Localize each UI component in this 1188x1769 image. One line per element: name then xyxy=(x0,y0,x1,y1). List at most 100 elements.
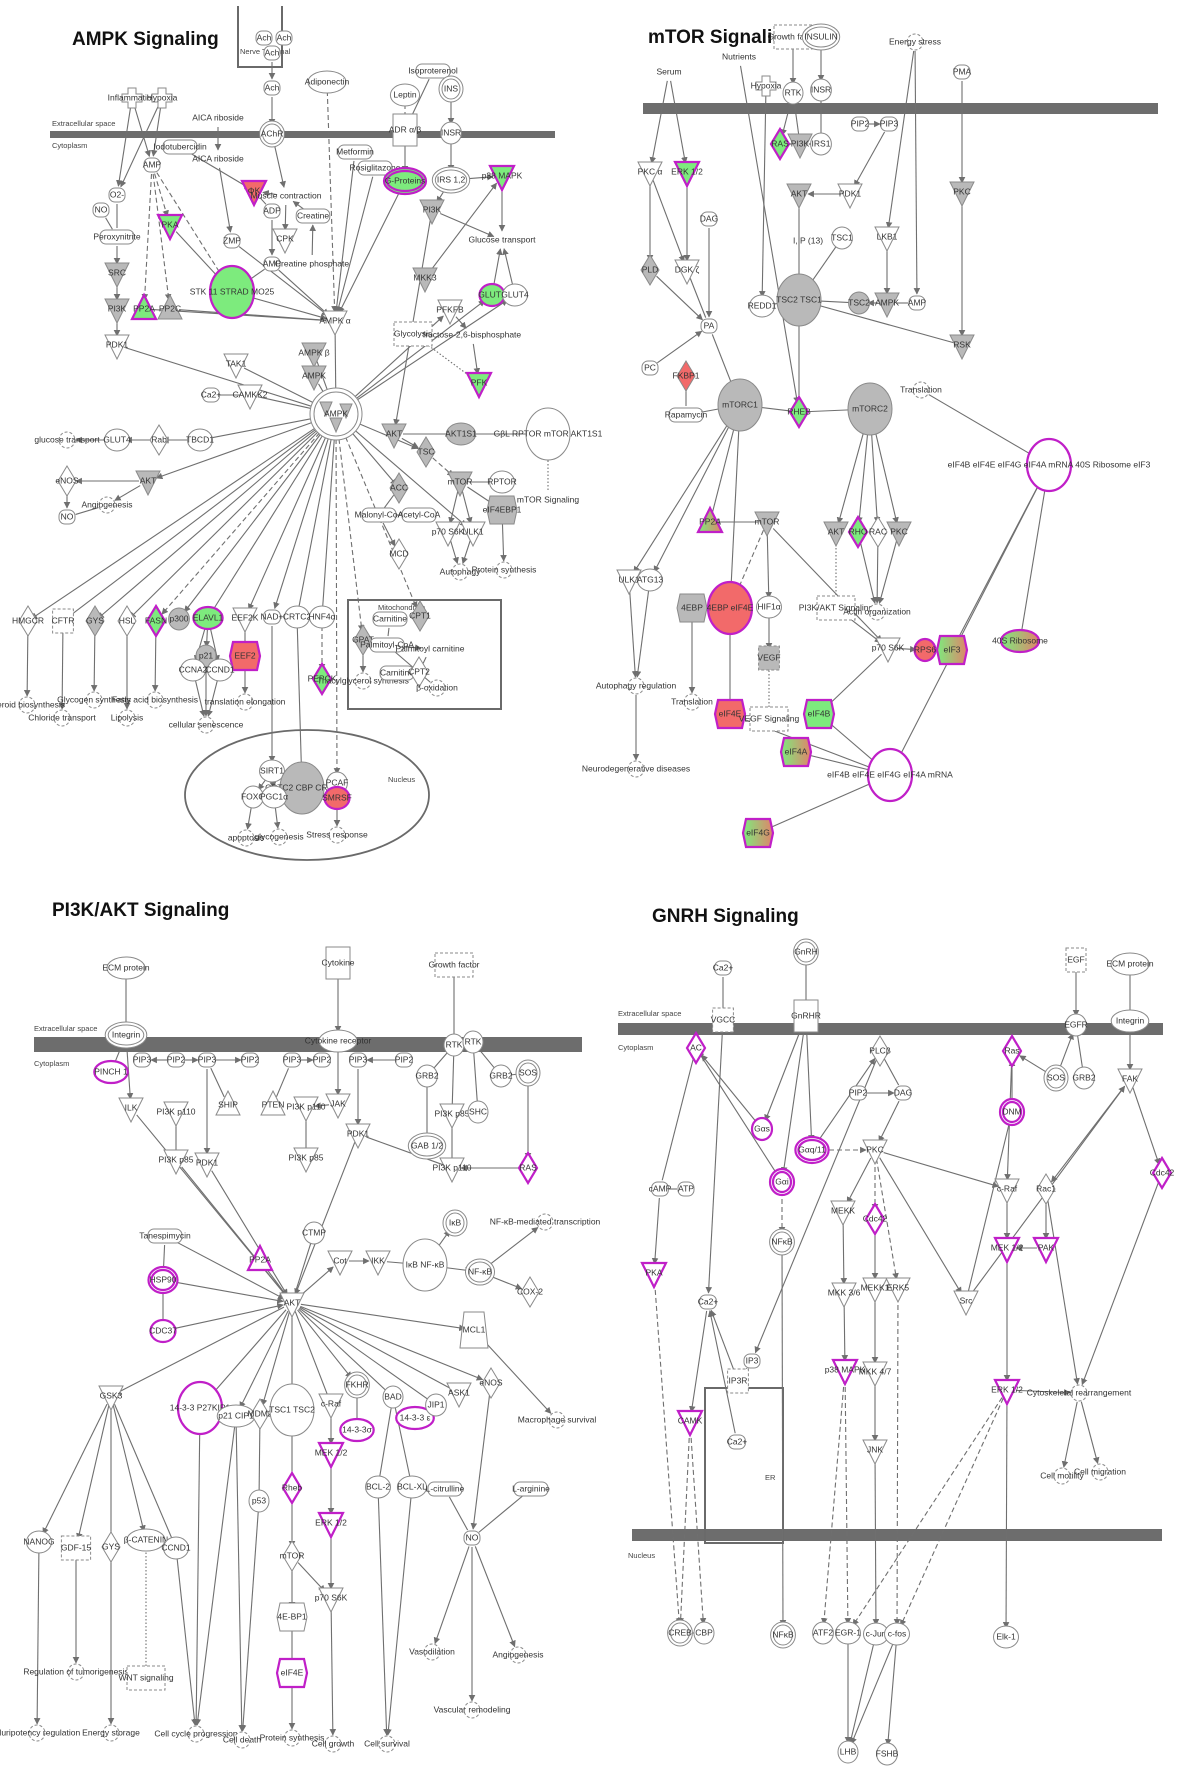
ampk-node-sirt1[interactable]: SIRT1 xyxy=(259,759,285,783)
pi3k-node-1433e[interactable]: 14-3-3 ε xyxy=(395,1405,435,1431)
ampk-node-f26bp[interactable]: fructose-2,6-bisphosphate xyxy=(423,329,522,339)
pi3k-node-cellgrowth[interactable]: Cell growth xyxy=(312,1735,355,1753)
gnrh-node-cfos[interactable]: c-fos xyxy=(884,1622,910,1646)
ampk-node-glycogenesis[interactable]: glycogenesis xyxy=(254,828,304,846)
pi3k-node-bcl2[interactable]: BCL-2 xyxy=(365,1475,391,1499)
mtor-node-lkb1[interactable]: LKB1 xyxy=(874,226,900,253)
mtor-node-rheb[interactable]: RHEB xyxy=(787,394,811,430)
mtor-node-rapamycin[interactable]: Rapamycin xyxy=(665,407,708,423)
mtor-node-dgk[interactable]: DGK ζ xyxy=(674,259,700,286)
pi3k-node-pluri[interactable]: Pluripotency regulation xyxy=(0,1724,80,1742)
pi3k-node-p27[interactable]: 14-3-3 P27KIP1 xyxy=(170,1380,231,1436)
gnrh-node-integrin[interactable]: Integrin xyxy=(1110,1009,1150,1033)
mtor-node-dag[interactable]: DAG xyxy=(700,211,718,227)
ampk-node-palmcoa[interactable]: Palmitoyl-CoA xyxy=(360,637,414,653)
mtor-node-rtk[interactable]: RTK xyxy=(782,81,804,105)
ampk-node-insr[interactable]: INSR xyxy=(440,121,462,145)
ampk-node-adiponectin[interactable]: Adiponectin xyxy=(305,70,350,94)
pi3k-node-pi3kp110c[interactable]: PI3K p110 xyxy=(432,1157,472,1184)
mtor-node-ras[interactable]: RAS xyxy=(769,126,791,162)
pi3k-node-pdk1b[interactable]: PDK1 xyxy=(345,1123,371,1150)
pi3k-node-pip2d[interactable]: PIP2 xyxy=(395,1052,414,1068)
gnrh-node-erk12[interactable]: ERK 1/2 xyxy=(991,1378,1023,1407)
ampk-node-isoproterenol[interactable]: Isoproterenol xyxy=(408,63,458,79)
ampk-node-ach1[interactable]: Ach xyxy=(255,30,273,46)
pi3k-node-hsp90[interactable]: HSP90 xyxy=(147,1265,179,1295)
ampk-node-glucose1[interactable]: Glucose transport xyxy=(468,234,536,244)
pi3k-node-pip3b[interactable]: PIP3 xyxy=(198,1052,217,1068)
mtor-node-eif3[interactable]: eIF3 xyxy=(935,634,969,666)
gnrh-node-pka[interactable]: PKA xyxy=(640,1261,668,1290)
pi3k-node-cdc37[interactable]: CDC37 xyxy=(149,1318,177,1344)
gnrh-node-ip3r[interactable]: IP3R xyxy=(727,1368,749,1394)
pi3k-node-mdm2[interactable]: MDM2 xyxy=(247,1398,273,1430)
pi3k-node-gdf15[interactable]: GDF-15 xyxy=(61,1535,92,1561)
gnrh-node-cdc42a[interactable]: Cdc42 xyxy=(1150,1155,1175,1191)
ampk-node-chloride[interactable]: Chloride transport xyxy=(28,709,96,727)
ampk-node-ccnd1a[interactable]: CCND1 xyxy=(205,658,235,682)
pi3k-node-erk[interactable]: ERK 1/2 xyxy=(315,1511,347,1540)
gnrh-node-gaq[interactable]: Gαq/11 xyxy=(794,1135,830,1165)
ampk-node-ampk[interactable]: AMPK xyxy=(309,387,363,441)
gnrh-node-lhb[interactable]: LHB xyxy=(837,1740,859,1764)
mtor-node-amp[interactable]: AMP xyxy=(908,295,927,311)
ampk-node-angio[interactable]: Angiogenesis xyxy=(81,496,133,514)
ampk-node-pp2a[interactable]: PP2A xyxy=(130,292,158,321)
gnrh-node-gas[interactable]: Gαs xyxy=(750,1116,774,1142)
pi3k-node-pi3kp110a[interactable]: PI3K p110 xyxy=(156,1101,196,1128)
ampk-node-ccna2[interactable]: CCNA2 xyxy=(179,658,208,682)
pi3k-node-lcit[interactable]: L-citrulline xyxy=(426,1481,465,1497)
mtor-node-pkc[interactable]: PKC xyxy=(949,181,975,208)
ampk-node-p38[interactable]: p38 MAPK xyxy=(482,164,523,193)
gnrh-node-migration[interactable]: Cell migration xyxy=(1074,1463,1126,1481)
mtor-node-rsk[interactable]: RSK xyxy=(949,334,975,361)
gnrh-node-cytoskel[interactable]: Cytoskeletal rearrangement xyxy=(1027,1384,1132,1402)
pi3k-node-pip3c[interactable]: PIP3 xyxy=(283,1052,302,1068)
pi3k-node-eif4e[interactable]: eIF4E xyxy=(275,1657,309,1689)
gnrh-node-nfkb2[interactable]: NFκB xyxy=(770,1621,796,1649)
gnrh-node-craf[interactable]: c-Raf xyxy=(994,1178,1020,1205)
pi3k-node-vasod[interactable]: Vasodilation xyxy=(409,1643,455,1661)
mtor-node-rho[interactable]: RHO xyxy=(847,514,869,550)
ampk-node-peroxynitrite[interactable]: Peroxynitrite xyxy=(93,229,141,245)
pi3k-node-pip3d[interactable]: PIP3 xyxy=(349,1052,368,1068)
mtor-node-pi3k[interactable]: PI3K xyxy=(787,133,813,160)
mtor-node-eif4e[interactable]: eIF4E xyxy=(713,698,747,730)
gnrh-node-fak[interactable]: FAK xyxy=(1117,1068,1143,1095)
mtor-node-vegf[interactable]: VEGF xyxy=(757,645,781,671)
mtor-node-pc[interactable]: PC xyxy=(641,360,659,376)
mtor-node-redd1[interactable]: REDD1 xyxy=(748,294,777,318)
mtor-node-fkbp1[interactable]: FKBP1 xyxy=(673,360,700,392)
ampk-node-acetyl[interactable]: Acetyl-CoA xyxy=(398,507,441,523)
ampk-node-muscle[interactable]: Muscle contraction xyxy=(251,190,322,200)
pi3k-node-cytrec[interactable]: Cytokine receptor xyxy=(305,1029,372,1053)
mtor-node-autophagyreg[interactable]: Autophagy regulation xyxy=(596,677,677,695)
gnrh-node-motility[interactable]: Cell motility xyxy=(1040,1467,1084,1485)
ampk-node-senescence[interactable]: cellular senescence xyxy=(169,716,244,734)
ampk-node-ampkb[interactable]: AMPK β xyxy=(298,342,330,369)
gnrh-node-atp[interactable]: ATP xyxy=(677,1181,695,1197)
ampk-node-stk11[interactable]: STK 11 STRAD MO25 xyxy=(190,264,275,320)
mtor-node-hypoxia[interactable]: Hypoxia xyxy=(751,75,782,97)
pi3k-node-pten[interactable]: PTEN xyxy=(260,1089,286,1116)
pi3k-node-cytokine[interactable]: Cytokine xyxy=(321,946,355,980)
gnrh-node-atf2[interactable]: ATF2 xyxy=(812,1621,834,1645)
ampk-node-tsc[interactable]: TSC xyxy=(416,436,436,468)
ampk-node-hsl[interactable]: HSL xyxy=(117,605,137,637)
ampk-node-mkk3[interactable]: MKK3 xyxy=(412,267,438,294)
pi3k-node-grb2b[interactable]: GRB2 xyxy=(489,1064,513,1088)
pi3k-node-ctmp[interactable]: CTMP xyxy=(302,1221,326,1245)
ampk-node-mcd[interactable]: MCD xyxy=(389,538,409,570)
gnrh-node-cdc42b[interactable]: Cdc42 xyxy=(863,1201,888,1237)
gnrh-node-mekk[interactable]: MEKK xyxy=(830,1200,856,1227)
gnrh-node-p38[interactable]: p38 MAPK xyxy=(825,1358,866,1387)
ampk-node-gys1[interactable]: GYS xyxy=(85,605,105,637)
gnrh-node-fshb[interactable]: FSHB xyxy=(876,1742,899,1766)
ampk-node-pi3k2[interactable]: PI3K xyxy=(104,298,130,325)
mtor-node-atg13[interactable]: ATG13 xyxy=(637,568,664,592)
ampk-node-ach4[interactable]: Ach xyxy=(263,80,281,96)
mtor-node-translation[interactable]: Translation xyxy=(900,381,942,399)
ampk-node-p70a[interactable]: p70 S6K xyxy=(432,521,465,548)
gnrh-node-dag[interactable]: DAG xyxy=(894,1085,912,1101)
ampk-node-cpt1[interactable]: CPT1 xyxy=(409,600,431,632)
